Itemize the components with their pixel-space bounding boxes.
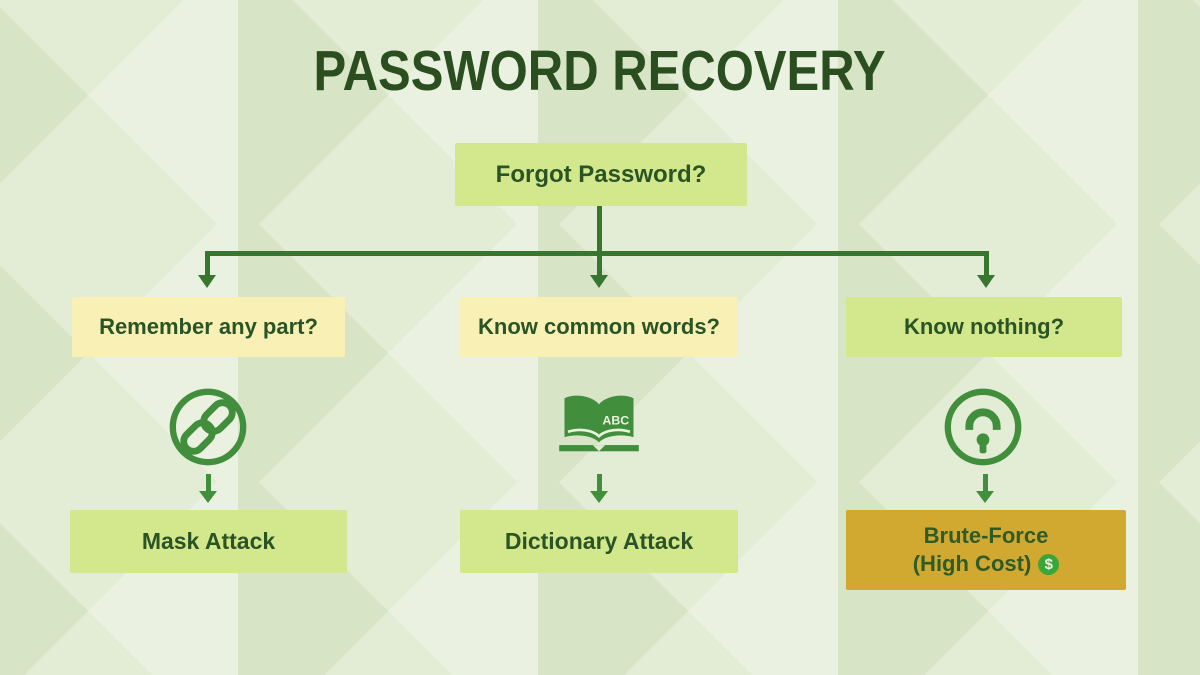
flow-node-label: Brute-Force (High Cost) $ [913,522,1060,578]
flow-node-know-nothing: Know nothing? [846,297,1122,357]
arrow-head [199,491,217,503]
down-arrow-icon [590,474,608,503]
flow-node-label: Know common words? [478,314,720,339]
flow-node-label: Dictionary Attack [504,528,694,554]
page-title-text: PASSWORD RECOVERY [314,39,886,103]
connector-drop-center [597,256,602,275]
connector-horizontal-line [205,251,989,256]
chain-link-icon [165,384,251,475]
flow-node-label: Forgot Password? [495,160,707,188]
page-title: PASSWORD RECOVERY [0,38,1200,104]
connector-stem-line [597,206,602,253]
unlock-icon [940,384,1026,475]
arrow-head [590,491,608,503]
flow-node-dictionary-attack: Dictionary Attack [460,510,738,573]
arrowhead-left-icon [198,275,216,288]
high-cost-text: (High Cost) [912,551,1032,576]
flow-node-forgot-password: Forgot Password? [455,143,747,206]
flow-node-label: Remember any part? [99,314,318,339]
flow-node-label: Know nothing? [903,314,1065,339]
flow-node-label: Mask Attack [141,528,276,554]
book-abc-label: ABC [602,414,629,428]
flow-node-brute-force: Brute-Force (High Cost) $ [846,510,1126,590]
dollar-symbol: $ [1044,555,1053,573]
connector-drop-left [205,251,210,275]
connector-drop-right [984,251,989,275]
brute-force-line2: (High Cost) $ [913,550,1060,578]
arrow-shaft [982,474,988,491]
open-book-icon: ABC [553,392,645,466]
brute-force-line1: Brute-Force [923,523,1049,548]
arrowhead-center-icon [590,275,608,288]
down-arrow-icon [199,474,217,503]
dollar-coin-icon: $ [1038,553,1060,575]
flow-node-mask-attack: Mask Attack [70,510,347,573]
arrowhead-right-icon [977,275,995,288]
arrow-head [976,491,994,503]
arrow-shaft [596,474,602,491]
down-arrow-icon [976,474,994,503]
arrow-shaft [205,474,211,491]
flow-node-remember-any-part: Remember any part? [72,297,345,357]
flow-node-know-common-words: Know common words? [460,297,738,357]
